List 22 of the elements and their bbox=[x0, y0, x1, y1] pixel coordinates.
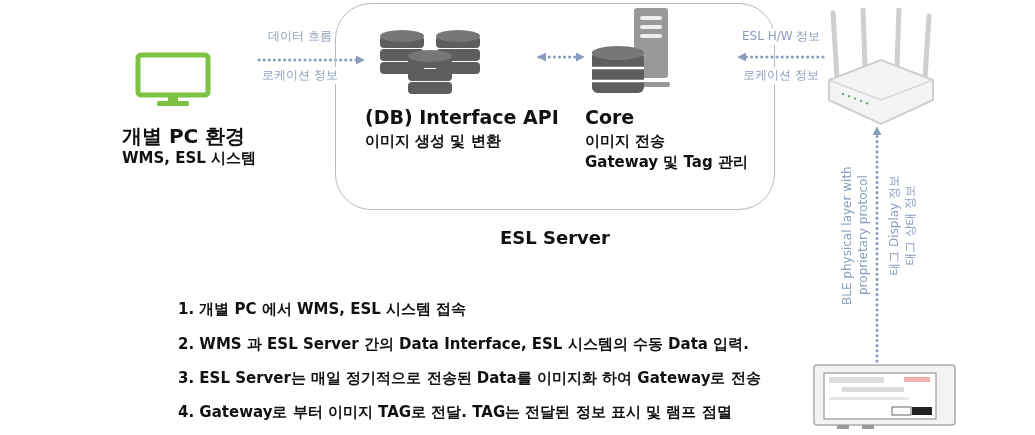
server-title: ESL Server bbox=[499, 227, 611, 248]
step-text: 4. Gateway로 부터 이미지 TAG로 전달. TAG는 전달된 정보 표시 및 램프 점멸 bbox=[178, 403, 732, 422]
step-text: 3. ESL Server는 매일 정기적으로 전송된 Data를 이미지화 하여 Gateway로 전송 bbox=[178, 369, 761, 388]
pc-title: 개별 PC 환경 bbox=[122, 123, 246, 150]
esl-tag-drawing bbox=[812, 363, 957, 431]
flow-note: 태그 Display 정보 bbox=[885, 175, 903, 275]
component-description: 이미지 생성 및 변환 bbox=[365, 132, 501, 151]
arrow bbox=[872, 126, 882, 363]
edge-label: ESL H/W 정보 bbox=[740, 27, 823, 45]
pc-subtitle: WMS, ESL 시스템 bbox=[122, 149, 257, 168]
component-description: 이미지 전송 bbox=[585, 132, 666, 151]
step-text: 1. 개별 PC 에서 WMS, ESL 시스템 접속 bbox=[178, 300, 467, 319]
flow-note: 로케이션 정보 bbox=[260, 66, 340, 84]
arrow bbox=[537, 52, 585, 62]
router-drawing bbox=[825, 8, 937, 126]
step-text: 2. WMS 과 ESL Server 간의 Data Interface, ESL 시스템의 수동 Data 입력. bbox=[178, 335, 749, 354]
flow-note: 로케이션 정보 bbox=[741, 66, 821, 84]
component-title: Core bbox=[585, 106, 635, 128]
component-title: (DB) Interface API bbox=[365, 106, 559, 128]
arrow bbox=[257, 55, 365, 65]
arrow bbox=[737, 52, 825, 62]
component-description: Gateway 및 Tag 관리 bbox=[585, 153, 748, 172]
